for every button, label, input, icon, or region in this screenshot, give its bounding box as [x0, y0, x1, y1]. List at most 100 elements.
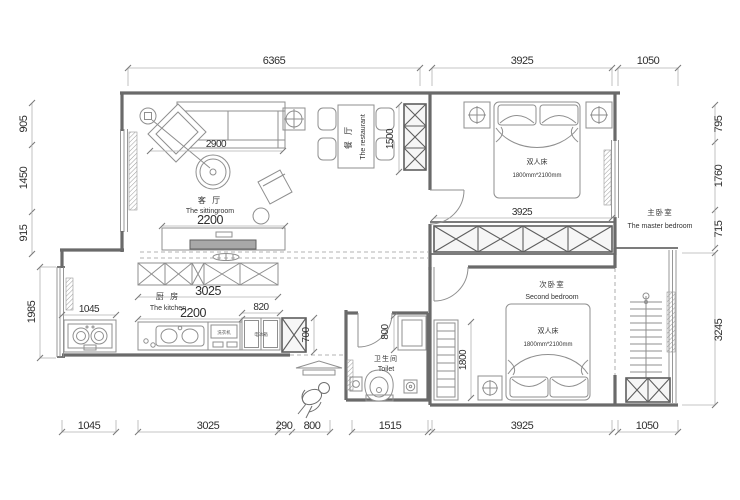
bed-label: 双人床 [527, 157, 548, 166]
svg-text:800: 800 [304, 420, 321, 432]
dim-bottom-4: 800 [292, 420, 334, 436]
svg-text:3025: 3025 [197, 420, 220, 432]
dim-right-2: 1760 [711, 142, 725, 214]
dim-top-1: 6365 [124, 55, 424, 86]
dim-bottom-6: 3925 [428, 420, 616, 436]
washing-machine: 洗衣机 [207, 321, 241, 351]
dim-tv-wall: 2200 [158, 213, 289, 230]
entry-canopy-icon [295, 360, 343, 376]
kitchen: 洗衣机 电冰箱 厨 房 The kitchen [63, 262, 307, 353]
dim-bottom-7: 1050 [614, 420, 682, 436]
radiator-living [128, 131, 138, 211]
second-bedroom: 双人床 1800mm*2100mm 次卧室 Second bedroom [433, 279, 591, 401]
tv-cabinet [161, 227, 286, 261]
person-icon [297, 382, 330, 419]
bed-label: 双人床 [538, 326, 559, 335]
living-room-label-zh: 客 厅 [198, 195, 222, 205]
svg-text:1985: 1985 [26, 300, 38, 323]
svg-text:915: 915 [18, 224, 30, 241]
hall-cabinet [403, 103, 427, 171]
svg-text:1050: 1050 [636, 420, 659, 432]
dim-toilet: 800 [380, 312, 398, 354]
armchair [257, 169, 293, 205]
dim-left-1: 905 [18, 99, 36, 149]
svg-text:290: 290 [276, 420, 293, 432]
second-bedroom-door [433, 266, 469, 302]
double-bed-second: 双人床 1800mm*2100mm [505, 303, 591, 401]
dining-label-zh: 餐 厅 [344, 125, 353, 149]
side-table [252, 207, 270, 225]
dining-chair [317, 137, 337, 161]
living-room-label-en: The sittingroom [186, 208, 234, 215]
svg-text:800: 800 [380, 323, 391, 339]
svg-text:700: 700 [301, 326, 312, 342]
wardrobe-row [433, 225, 613, 253]
floor-drain [403, 379, 418, 394]
dining-table [337, 104, 375, 169]
master-label-en: The master bedroom [628, 223, 693, 230]
kitchen-cabinet-row [137, 262, 279, 286]
coffee-table [195, 154, 231, 190]
bed-size: 1800mm*2100mm [512, 173, 561, 179]
master-bedroom: 双人床 1800mm*2100mm 主卧室 The master bedroom [433, 101, 693, 253]
svg-text:3245: 3245 [713, 318, 725, 341]
kitchen-bay-window [56, 267, 64, 357]
dim-right-1: 795 [711, 101, 725, 146]
svg-text:2200: 2200 [197, 213, 223, 227]
radiator-master [603, 149, 612, 206]
svg-text:1800: 1800 [458, 349, 469, 370]
toilet-label-en: Toilet [378, 366, 394, 373]
double-bed-master: 双人床 1800mm*2100mm [493, 101, 581, 199]
dim-left-3: 915 [18, 212, 36, 258]
gas-stove [63, 319, 117, 353]
dim-left-4: 1985 [26, 263, 56, 362]
nightstand [477, 375, 503, 401]
fridge-label: 电冰箱 [254, 331, 268, 338]
svg-text:1050: 1050 [637, 55, 660, 67]
svg-text:820: 820 [253, 302, 269, 313]
svg-text:715: 715 [713, 220, 725, 237]
radiator-closet [666, 291, 676, 353]
dim-top-3: 1050 [614, 55, 682, 86]
dining-area: 餐 厅 The restaurant [317, 103, 427, 171]
master-door [429, 189, 465, 225]
kitchen-label-zh: 厨 房 [156, 291, 180, 301]
dim-top-2: 3925 [428, 55, 616, 86]
radiator-kitchen [65, 277, 74, 311]
svg-text:2900: 2900 [206, 139, 227, 150]
doors [140, 189, 469, 356]
dim-master-bed: 3925 [430, 207, 616, 222]
master-label-zh: 主卧室 [647, 207, 673, 217]
dining-label-en: The restaurant [360, 114, 367, 160]
dim-sofa: 2900 [146, 139, 287, 155]
windows [56, 129, 677, 403]
kitchen-label-en: The kitchen [150, 305, 186, 312]
toilet-room: 卫生间 Toilet [349, 315, 427, 402]
svg-text:1760: 1760 [713, 164, 725, 187]
living-window [120, 129, 128, 232]
svg-text:905: 905 [18, 115, 30, 132]
dim-second-radiator: 1800 [458, 318, 475, 402]
svg-text:6365: 6365 [263, 55, 286, 67]
dining-chair [375, 107, 395, 131]
dim-kitchen-cabinet: 3025 [134, 284, 282, 301]
dim-dining: 1500 [385, 101, 403, 176]
closet-strip [625, 292, 671, 403]
walls [57, 91, 678, 407]
svg-text:1045: 1045 [79, 304, 100, 315]
dim-right-3: 715 [711, 210, 725, 252]
svg-text:2200: 2200 [180, 306, 206, 320]
svg-text:3025: 3025 [195, 284, 221, 298]
clothes-hangers [630, 292, 662, 394]
living-room: 客 厅 The sittingroom [139, 101, 306, 261]
master-window [611, 140, 619, 218]
second-label-zh: 次卧室 [539, 279, 565, 289]
tv [189, 239, 257, 250]
dimensions: 6365 3925 1050 905 1450 915 [18, 55, 725, 436]
toilet-label-zh: 卫生间 [374, 354, 398, 363]
dining-chair [375, 137, 395, 161]
toilet-fixture [364, 369, 394, 402]
second-label-en: Second bedroom [525, 294, 578, 301]
svg-text:3925: 3925 [511, 55, 534, 67]
dim-counter: 2200 [134, 306, 246, 323]
